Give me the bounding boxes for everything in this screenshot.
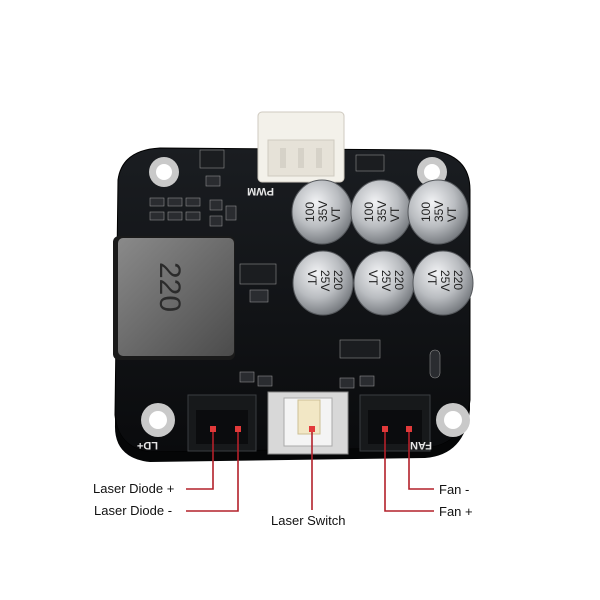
- svg-text:25V: 25V: [379, 270, 393, 291]
- svg-text:VT: VT: [445, 206, 459, 222]
- svg-text:220: 220: [392, 270, 406, 290]
- svg-text:100: 100: [362, 202, 376, 222]
- svg-text:220: 220: [451, 270, 465, 290]
- laser-diode-connector: [187, 394, 257, 452]
- capacitors-bottom: 220 25V VT 220 25V VT 220 25V VT: [292, 250, 474, 316]
- smd-components: [149, 149, 441, 389]
- mounting-hole-bottom-left: [141, 403, 175, 437]
- svg-text:35V: 35V: [316, 201, 330, 222]
- capacitor: 100 35V VT: [350, 179, 412, 245]
- fan-connector: [359, 394, 431, 452]
- svg-text:VT: VT: [388, 206, 402, 222]
- mounting-hole-top-right: [417, 157, 447, 187]
- svg-text:100: 100: [419, 202, 433, 222]
- inductor: 220: [113, 236, 235, 360]
- label-laser-diode-plus: Laser Diode +: [93, 481, 175, 496]
- label-laser-diode-minus: Laser Diode -: [94, 503, 173, 518]
- leader-fan-minus: [408, 432, 434, 490]
- capacitor: 100 35V VT: [291, 179, 353, 245]
- ld-silkscreen: LD+: [137, 439, 158, 451]
- pwm-connector: [257, 111, 345, 183]
- leader-laser-diode-minus: [186, 432, 239, 512]
- capacitor: 220 25V VT: [292, 250, 354, 316]
- svg-text:100: 100: [303, 202, 317, 222]
- leader-lines: [186, 432, 434, 512]
- capacitor: 100 35V VT: [407, 179, 469, 245]
- svg-text:VT: VT: [366, 270, 380, 286]
- mounting-hole-top-left: [149, 157, 179, 187]
- svg-text:VT: VT: [329, 206, 343, 222]
- capacitors-top: 100 35V VT 100 35V VT 100 35V VT: [291, 179, 469, 245]
- pcb-edge: [114, 400, 471, 462]
- svg-text:VT: VT: [305, 270, 319, 286]
- label-fan-plus: Fan +: [439, 504, 473, 519]
- svg-text:25V: 25V: [318, 270, 332, 291]
- laser-switch-button: [267, 391, 349, 455]
- pin-markers: [210, 426, 412, 432]
- svg-text:35V: 35V: [432, 201, 446, 222]
- svg-text:220: 220: [331, 270, 345, 290]
- capacitor: 220 25V VT: [412, 250, 474, 316]
- mounting-hole-bottom-right: [436, 403, 470, 437]
- svg-text:VT: VT: [425, 270, 439, 286]
- pwm-silkscreen: PWM: [247, 185, 274, 197]
- svg-text:35V: 35V: [375, 201, 389, 222]
- leader-laser-diode-plus: [186, 432, 214, 490]
- svg-text:25V: 25V: [438, 270, 452, 291]
- label-laser-switch: Laser Switch: [271, 513, 346, 528]
- label-fan-minus: Fan -: [439, 482, 470, 497]
- fan-silkscreen: FAN: [410, 439, 432, 451]
- leader-fan-plus: [384, 432, 434, 512]
- capacitor: 220 25V VT: [353, 250, 415, 316]
- inductor-marking: 220: [153, 262, 186, 312]
